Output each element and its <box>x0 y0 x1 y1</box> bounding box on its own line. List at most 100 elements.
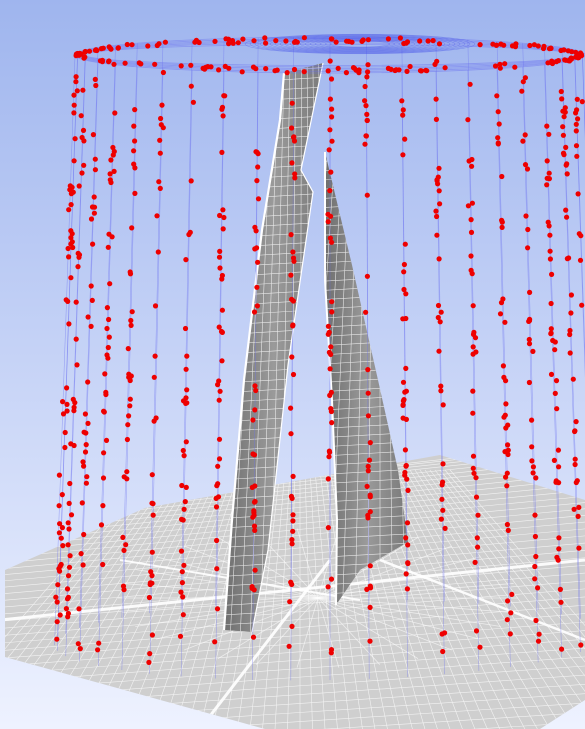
control-point <box>530 348 536 354</box>
control-point <box>92 76 98 82</box>
control-point <box>344 38 350 44</box>
control-point <box>68 228 74 234</box>
control-point <box>75 250 81 256</box>
control-point <box>129 309 135 315</box>
control-point <box>363 133 369 139</box>
control-point <box>544 175 550 181</box>
control-point <box>293 38 299 44</box>
control-point <box>548 300 554 307</box>
control-point <box>558 599 564 605</box>
control-point <box>292 175 298 181</box>
control-point <box>365 390 371 396</box>
control-point <box>79 500 85 506</box>
control-point <box>284 70 290 76</box>
control-point <box>473 628 480 634</box>
control-point <box>74 88 80 94</box>
control-point <box>436 41 443 47</box>
control-point <box>469 163 475 169</box>
control-point <box>124 41 130 48</box>
control-point <box>546 170 552 176</box>
control-point <box>71 102 77 108</box>
control-point <box>105 344 111 351</box>
control-point <box>365 515 371 521</box>
control-point <box>88 216 95 222</box>
control-point <box>216 324 222 330</box>
control-point <box>147 651 153 657</box>
control-point <box>474 535 480 541</box>
control-point <box>435 302 442 309</box>
control-point <box>217 265 223 271</box>
control-point <box>181 506 187 512</box>
control-point <box>400 402 406 408</box>
control-point <box>365 413 371 419</box>
control-point <box>289 541 295 547</box>
control-point <box>500 363 506 369</box>
control-point <box>327 366 333 372</box>
control-point <box>509 591 515 598</box>
control-point <box>494 93 500 99</box>
control-point <box>81 429 87 435</box>
control-point <box>180 612 186 618</box>
control-point <box>535 585 541 591</box>
control-point <box>90 132 96 138</box>
control-point <box>548 371 555 377</box>
control-point <box>404 476 410 482</box>
control-point <box>365 468 371 474</box>
control-point <box>436 188 442 194</box>
control-point <box>254 284 260 290</box>
control-point <box>60 411 67 417</box>
control-point <box>402 241 408 247</box>
control-point <box>468 253 474 259</box>
control-point <box>220 207 226 213</box>
control-point <box>57 563 63 569</box>
control-point <box>126 371 132 377</box>
control-point <box>544 182 550 188</box>
control-point <box>548 331 554 337</box>
control-point <box>213 495 219 501</box>
control-point <box>532 576 538 582</box>
control-point <box>252 224 258 230</box>
control-point <box>438 383 444 389</box>
control-point <box>362 83 368 90</box>
control-point <box>219 149 225 155</box>
control-point <box>65 573 72 579</box>
control-point <box>128 317 134 324</box>
control-point <box>404 586 410 592</box>
control-point <box>561 114 567 120</box>
control-point <box>290 512 296 518</box>
control-point <box>329 106 335 112</box>
control-point <box>465 117 471 123</box>
control-point <box>364 192 370 198</box>
control-point <box>468 229 475 235</box>
control-point <box>128 322 134 328</box>
control-point <box>288 232 294 238</box>
control-point <box>329 114 335 120</box>
control-point <box>126 413 132 419</box>
control-point <box>477 42 483 48</box>
control-point <box>440 402 446 408</box>
control-point <box>497 65 503 71</box>
control-point <box>290 473 296 479</box>
control-point <box>290 371 297 378</box>
control-point <box>205 64 211 70</box>
control-point <box>402 136 408 142</box>
control-point <box>403 416 409 422</box>
control-point <box>499 224 505 230</box>
control-point <box>55 582 61 588</box>
control-point <box>325 68 331 74</box>
control-point <box>110 152 116 158</box>
control-point <box>425 38 431 44</box>
control-point <box>364 117 370 123</box>
control-point <box>214 537 220 544</box>
control-point <box>548 326 554 332</box>
control-point <box>73 299 79 305</box>
control-point <box>92 156 98 162</box>
control-point <box>364 273 370 279</box>
control-point <box>68 275 74 281</box>
control-point <box>433 116 439 122</box>
control-point <box>469 200 475 206</box>
control-point <box>502 61 508 67</box>
control-point <box>328 169 334 175</box>
control-point <box>325 219 331 225</box>
